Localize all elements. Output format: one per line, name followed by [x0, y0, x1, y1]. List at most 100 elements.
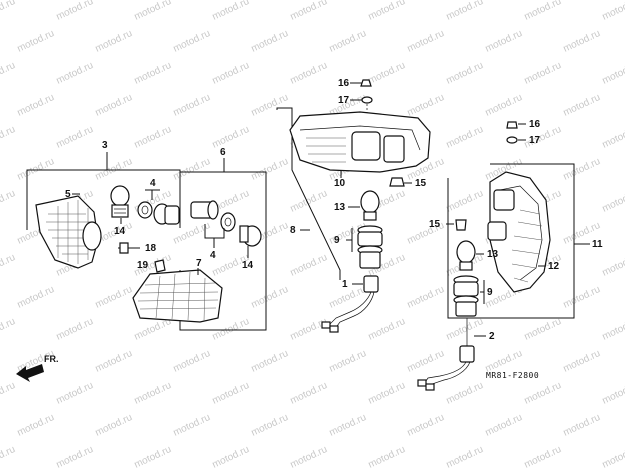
watermark-text: motod.ru [55, 124, 95, 151]
callout-3: 3 [102, 140, 108, 151]
callout-11: 11 [592, 239, 603, 250]
watermark-text: motod.ru [523, 380, 563, 407]
watermark-text: motod.ru [0, 252, 17, 279]
tail-light-left-group: 8 16 17 10 15 13 [276, 78, 431, 333]
watermark-text: motod.ru [16, 92, 56, 119]
watermark-text: motod.ru [601, 252, 625, 279]
watermark-text: motod.ru [172, 28, 212, 55]
bulb-right [456, 240, 476, 271]
watermark-text: motod.ru [94, 92, 134, 119]
callout-8: 8 [290, 225, 296, 236]
watermark-text: motod.ru [562, 348, 602, 375]
watermark-text: motod.ru [94, 412, 134, 439]
watermark-text: motod.ru [250, 156, 290, 183]
callout-2: 2 [489, 331, 495, 342]
drawing-code: MR81-F2800 [486, 371, 539, 380]
watermark-text: motod.ru [367, 444, 407, 468]
socket-right [453, 275, 479, 317]
watermark-text: motod.ru [445, 0, 485, 23]
callout-17a: 17 [338, 95, 350, 106]
watermark-text: motod.ru [406, 284, 446, 311]
callout-19: 19 [137, 260, 149, 271]
callout-10: 10 [334, 178, 346, 189]
watermark-text: motod.ru [211, 316, 251, 343]
watermark-text: motod.ru [562, 28, 602, 55]
callout-1: 1 [342, 279, 348, 290]
watermark-text: motod.ru [172, 412, 212, 439]
watermark-text: motod.ru [133, 60, 173, 87]
callout-16b: 16 [529, 119, 541, 130]
watermark-text: motod.ru [211, 60, 251, 87]
watermark-text: motod.ru [367, 316, 407, 343]
watermark-text: motod.ru [328, 28, 368, 55]
watermark-text: motod.ru [523, 60, 563, 87]
watermark-text: motod.ru [289, 316, 329, 343]
watermark-text: motod.ru [94, 284, 134, 311]
watermark-text: motod.ru [289, 188, 329, 215]
bracket-8 [276, 107, 341, 280]
watermark-text: motod.ru [406, 28, 446, 55]
tail-light-right-group: 11 16 17 12 15 [417, 119, 603, 391]
callout-4a: 4 [150, 178, 156, 189]
socket-assembly-right [190, 200, 262, 247]
bracket-11 [447, 163, 575, 319]
watermark-text: motod.ru [16, 156, 56, 183]
watermark-text: motod.ru [211, 380, 251, 407]
callout-18: 18 [145, 243, 157, 254]
bulb-left [110, 185, 130, 218]
watermark-text: motod.ru [328, 412, 368, 439]
tail-light-housing [289, 111, 431, 173]
watermark-text: motod.ru [250, 284, 290, 311]
socket-center [357, 225, 383, 269]
watermark-text: motod.ru [0, 444, 17, 468]
watermark-text: motod.ru [16, 412, 56, 439]
watermark-text: motod.ru [289, 252, 329, 279]
callout-12: 12 [548, 261, 560, 272]
watermark-text: motod.ru [601, 444, 625, 468]
bracket-3 [26, 169, 181, 230]
watermark-text: motod.ru [601, 188, 625, 215]
watermark-text: motod.ru [0, 316, 17, 343]
callout-15b: 15 [429, 219, 441, 230]
watermark-text: motod.ru [289, 60, 329, 87]
watermark-text: motod.ru [133, 380, 173, 407]
callout-17b: 17 [529, 135, 541, 146]
watermark-text: motod.ru [211, 124, 251, 151]
wire-harness-1 [321, 275, 379, 333]
callout-6: 6 [220, 147, 226, 158]
watermark-text: motod.ru [94, 156, 134, 183]
watermark-text: motod.ru [601, 60, 625, 87]
watermark-text: motod.ru [133, 444, 173, 468]
callout-13a: 13 [334, 202, 346, 213]
watermark-text: motod.ru [55, 380, 95, 407]
direction-label: FR. [44, 354, 59, 364]
watermark-text: motod.ru [289, 380, 329, 407]
watermark-text: motod.ru [172, 348, 212, 375]
callout-9a: 9 [334, 235, 340, 246]
callout-14a: 14 [114, 226, 126, 237]
watermark-text: motod.ru [367, 60, 407, 87]
callout-15a: 15 [415, 178, 427, 189]
watermark-text: motod.ru [0, 188, 17, 215]
callout-4b: 4 [210, 250, 216, 261]
side-marker-lens [132, 269, 223, 323]
watermark-text: motod.ru [562, 284, 602, 311]
wire-harness-2 [417, 318, 475, 391]
watermark-text: motod.ru [211, 444, 251, 468]
watermark-text: motod.ru [211, 0, 251, 23]
watermark-text: motod.ru [406, 348, 446, 375]
bulb-center [360, 190, 380, 221]
watermark-text: motod.ru [445, 380, 485, 407]
watermark-text: motod.ru [289, 444, 329, 468]
watermark-text: motod.ru [250, 348, 290, 375]
watermark-text: motod.ru [16, 284, 56, 311]
watermark-text: motod.ru [445, 188, 485, 215]
watermark-text: motod.ru [445, 60, 485, 87]
watermark-text: motod.ru [172, 156, 212, 183]
callout-7: 7 [196, 258, 202, 269]
watermark-text: motod.ru [601, 380, 625, 407]
watermark-text: motod.ru [0, 60, 17, 87]
watermark-text: motod.ru [55, 444, 95, 468]
watermark-text: motod.ru [445, 316, 485, 343]
